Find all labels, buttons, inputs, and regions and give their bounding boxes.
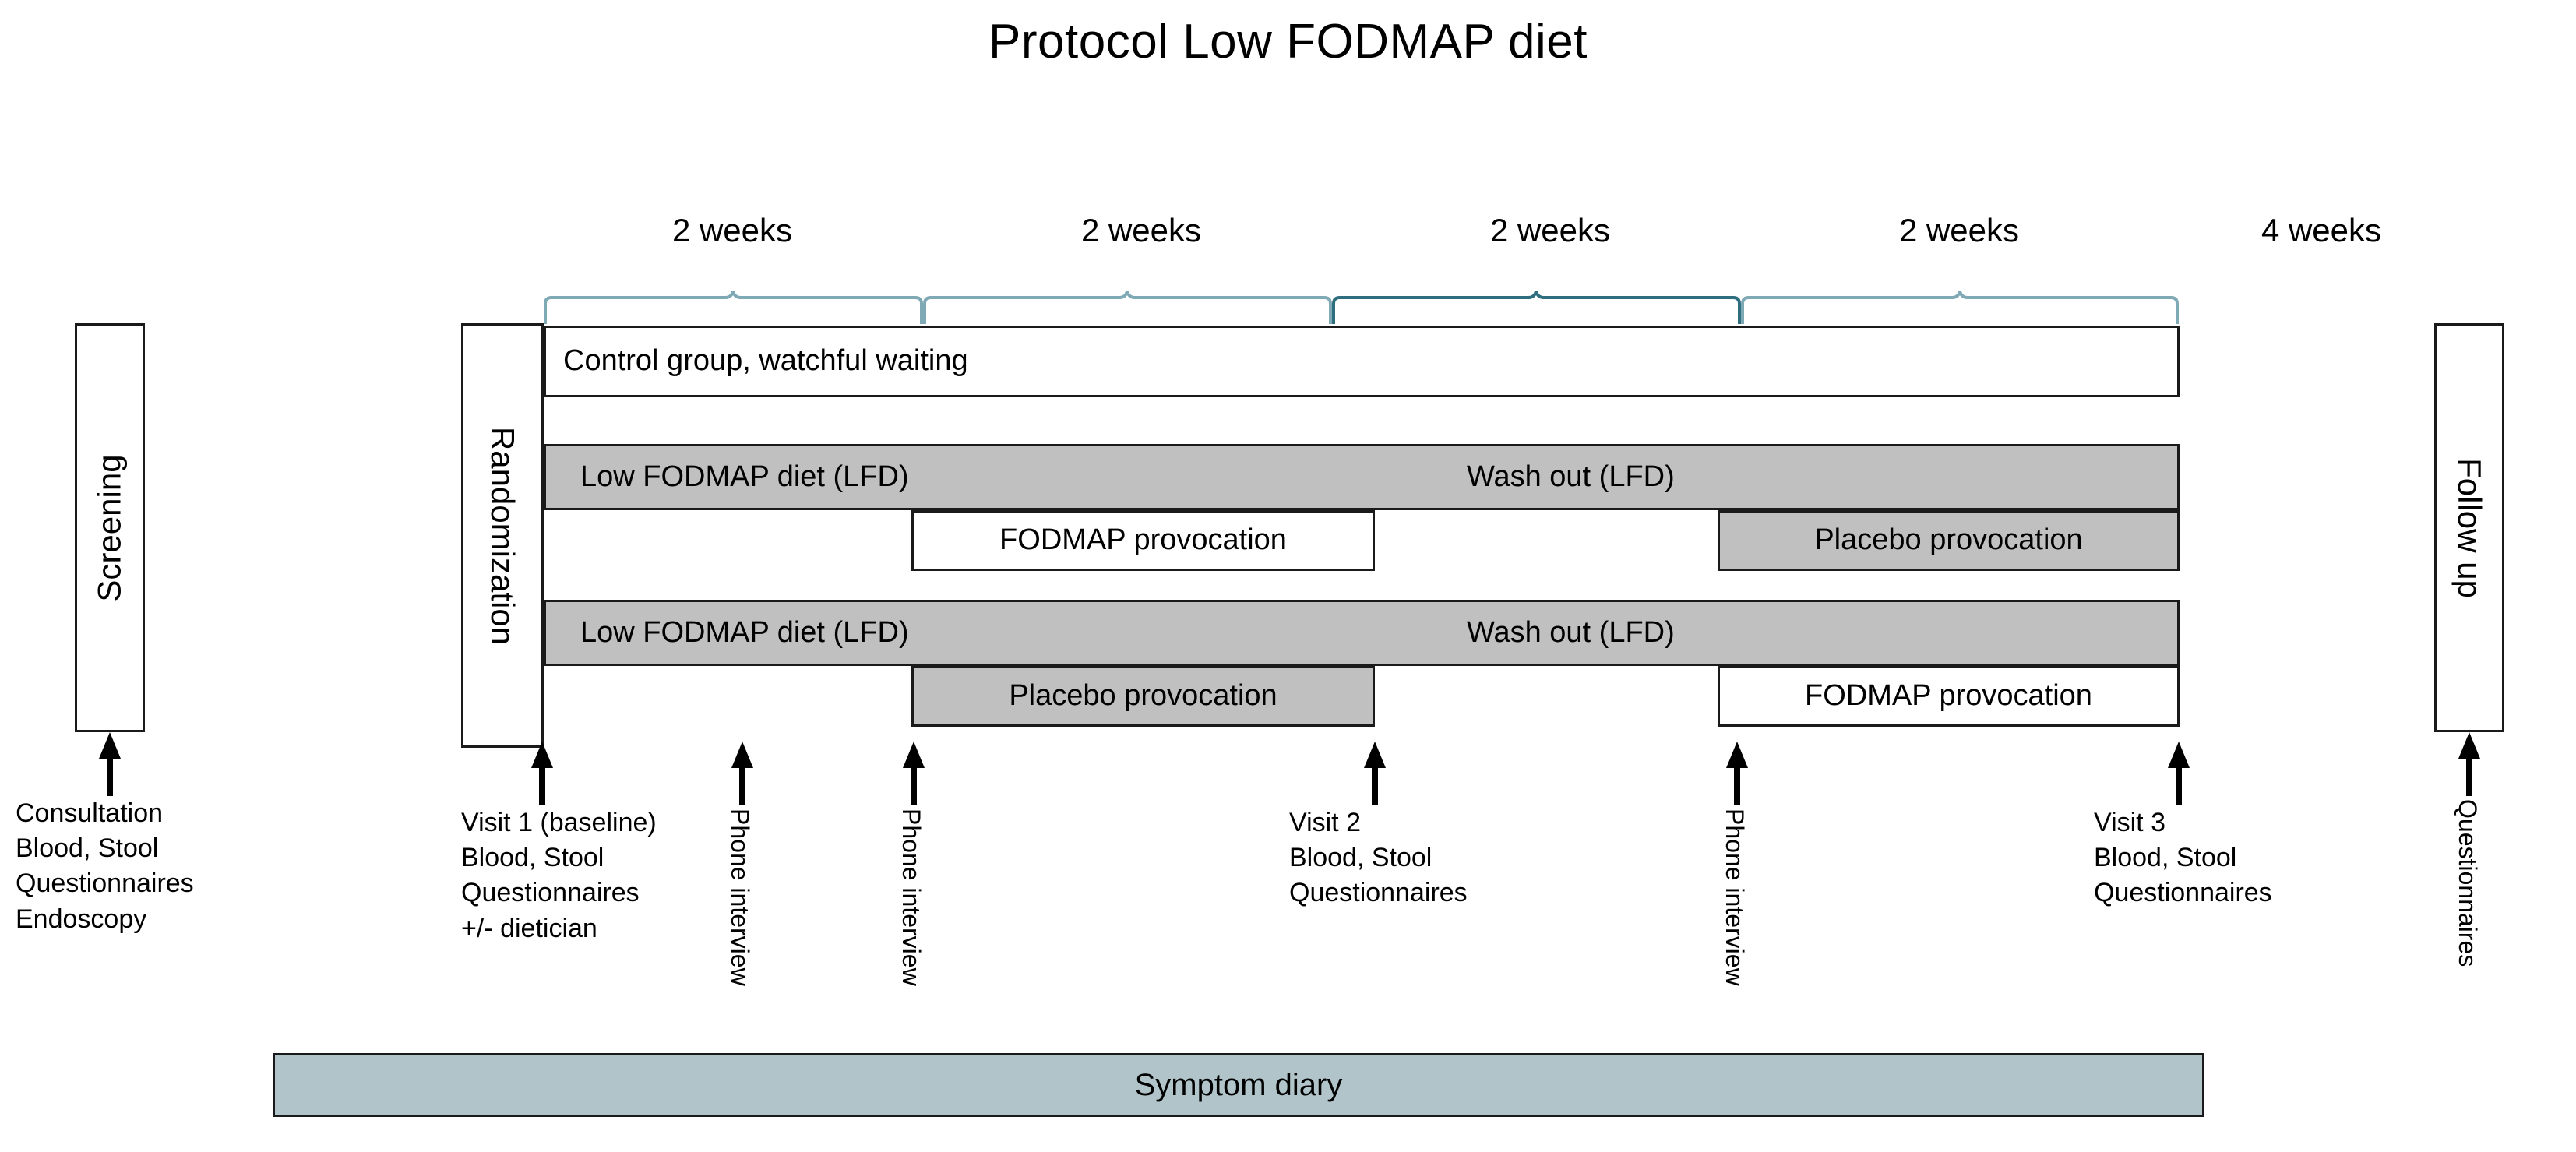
visit-3-caption: Visit 3 Blood, Stool Questionnaires: [2094, 805, 2272, 911]
arm2-provocation-2-label: FODMAP provocation: [1805, 679, 2092, 713]
week-label-2: 2 weeks: [1080, 212, 1202, 248]
arm1-lfd-bar: Low FODMAP diet (LFD) Wash out (LFD): [544, 444, 2180, 510]
page-title: Protocol Low FODMAP diet: [988, 15, 1588, 69]
visit-2-caption: Visit 2 Blood, Stool Questionnaires: [1289, 805, 1468, 911]
brace-weeks-1: [544, 290, 923, 324]
randomization-box-label: Randomization: [485, 426, 522, 645]
follow-up-caption: Questionnaires: [2454, 799, 2482, 967]
arm2-provocation-1-box: Placebo provocation: [911, 666, 1375, 727]
week-label-5: 4 weeks: [2261, 212, 2382, 248]
visit-3-caption-line-2: Blood, Stool: [2094, 843, 2237, 873]
screening-caption-line-3: Questionnaires: [16, 868, 194, 899]
visit-1-arrow-icon: [529, 742, 555, 805]
arm2-washout-label: Wash out (LFD): [1467, 615, 1675, 649]
randomization-box: Randomization: [461, 323, 544, 748]
visit-1-caption-line-1: Visit 1 (baseline): [461, 808, 657, 837]
phone-interview-3-caption: Phone interview: [1721, 809, 1749, 986]
screening-caption-line-4: Endoscopy: [16, 904, 147, 934]
visit-3-caption-line-3: Questionnaires: [2094, 878, 2272, 908]
arm2-provocation-1-label: Placebo provocation: [1009, 679, 1277, 713]
brace-weeks-2: [923, 290, 1332, 324]
phone-interview-1-caption: Phone interview: [726, 809, 754, 986]
control-group-label: Control group, watchful waiting: [563, 344, 968, 378]
week-label-3: 2 weeks: [1489, 212, 1611, 248]
follow-up-box-label: Follow up: [2451, 457, 2489, 598]
arm1-lfd-label: Low FODMAP diet (LFD): [580, 460, 909, 493]
visit-3-caption-line-1: Visit 3: [2094, 808, 2165, 837]
phone-interview-1-arrow-icon: [729, 742, 756, 805]
visit-2-arrow-icon: [1362, 742, 1388, 805]
visit-1-caption: Visit 1 (baseline) Blood, Stool Question…: [461, 805, 657, 946]
brace-weeks-4: [1741, 290, 2179, 324]
screening-caption: Consultation Blood, Stool Questionnaires…: [16, 796, 194, 937]
phone-interview-3-arrow-icon: [1724, 742, 1750, 805]
arm1-provocation-1-label: FODMAP provocation: [999, 523, 1287, 557]
symptom-diary-label: Symptom diary: [1134, 1067, 1343, 1102]
screening-caption-line-2: Blood, Stool: [16, 833, 159, 864]
phone-interview-2-arrow-icon: [900, 742, 927, 805]
arm2-provocation-2-box: FODMAP provocation: [1718, 666, 2180, 727]
visit-1-caption-line-3: Questionnaires: [461, 878, 640, 908]
visit-3-arrow-icon: [2165, 742, 2192, 805]
week-label-1: 2 weeks: [671, 212, 793, 248]
week-label-4: 2 weeks: [1898, 212, 2020, 248]
screening-arrow-icon: [97, 732, 123, 796]
phone-interview-2-caption: Phone interview: [897, 809, 925, 986]
brace-weeks-3: [1332, 290, 1741, 324]
screening-box: Screening: [75, 323, 145, 732]
arm2-lfd-label: Low FODMAP diet (LFD): [580, 615, 909, 649]
visit-1-caption-line-4: +/- dietician: [461, 913, 597, 943]
visit-2-caption-line-2: Blood, Stool: [1289, 843, 1432, 873]
arm1-washout-label: Wash out (LFD): [1467, 460, 1675, 493]
symptom-diary-bar: Symptom diary: [273, 1053, 2204, 1117]
arm2-lfd-bar: Low FODMAP diet (LFD) Wash out (LFD): [544, 600, 2180, 666]
arm1-provocation-2-box: Placebo provocation: [1718, 510, 2180, 571]
follow-up-arrow-icon: [2456, 732, 2483, 796]
visit-1-caption-line-2: Blood, Stool: [461, 843, 604, 873]
arm1-provocation-1-box: FODMAP provocation: [911, 510, 1375, 571]
visit-2-caption-line-3: Questionnaires: [1289, 878, 1468, 908]
follow-up-box: Follow up: [2434, 323, 2504, 732]
screening-box-label: Screening: [91, 453, 128, 602]
arm1-provocation-2-label: Placebo provocation: [1814, 523, 2083, 557]
visit-2-caption-line-1: Visit 2: [1289, 808, 1361, 837]
control-group-bar: Control group, watchful waiting: [544, 326, 2180, 397]
screening-caption-line-1: Consultation: [16, 798, 164, 828]
